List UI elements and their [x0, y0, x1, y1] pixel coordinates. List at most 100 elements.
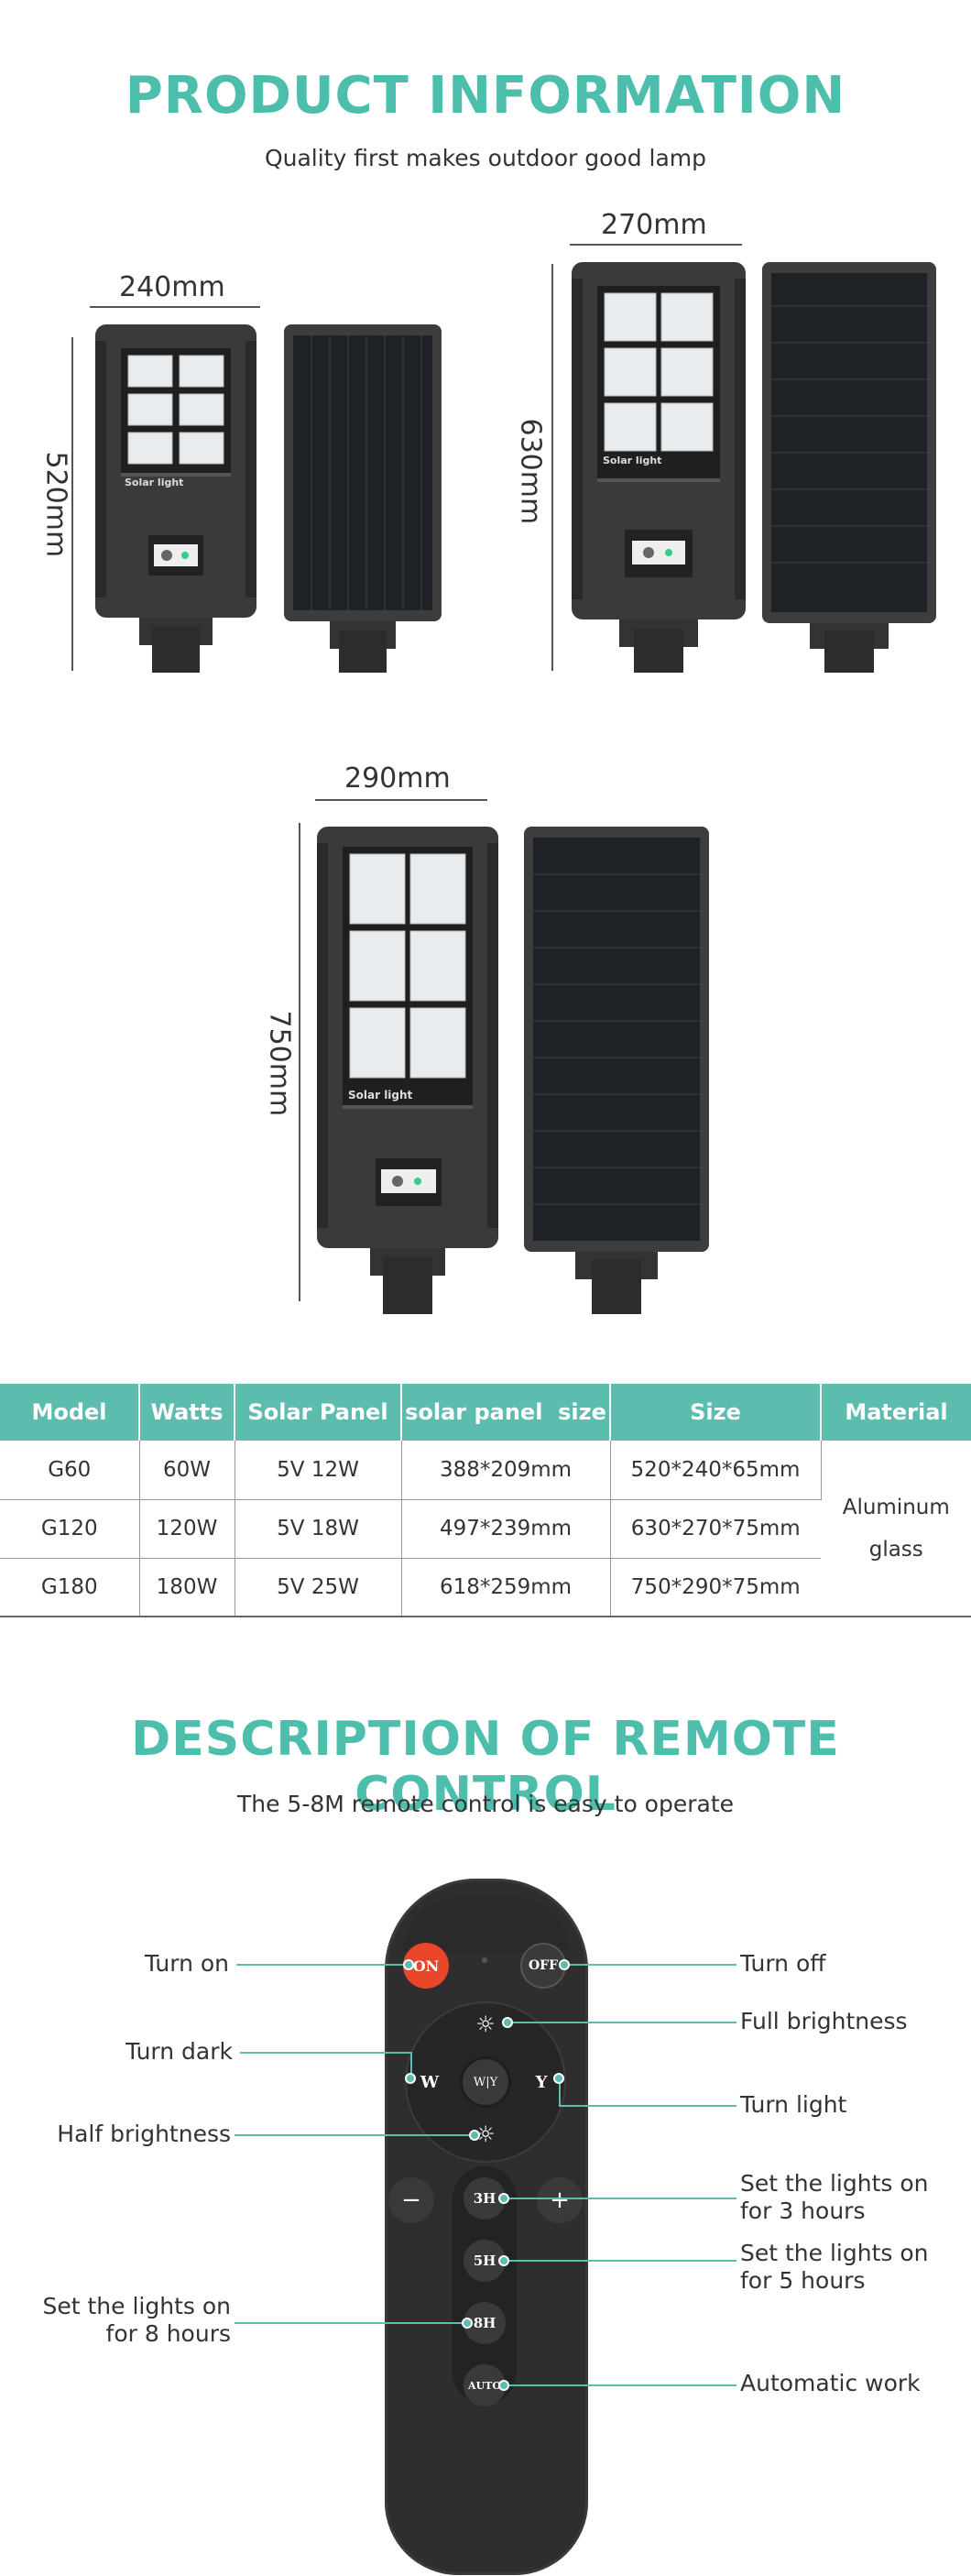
- wy-toggle-button[interactable]: W|Y: [460, 2056, 511, 2108]
- plus-button[interactable]: +: [537, 2177, 583, 2223]
- cell-solar-panel-size: 618*259mm: [401, 1558, 611, 1617]
- callout-line-3h: [506, 2198, 736, 2199]
- remote-title: DESCRIPTION OF REMOTE CONTROL: [131, 1712, 840, 1822]
- callout-dot-turn-light: [553, 2073, 564, 2084]
- material-line-1: Aluminum: [842, 1495, 950, 1519]
- table-row: G180 180W 5V 25W 618*259mm 750*290*75mm: [0, 1558, 971, 1617]
- lamp1-height-line: [71, 337, 73, 671]
- callout-line-turn-dark-v: [410, 2052, 412, 2079]
- callout-set-3h-line1: Set the lights on: [740, 2170, 929, 2197]
- lamp2-width-line: [570, 244, 742, 246]
- callout-dot-turn-on: [403, 1959, 414, 1970]
- cell-solar-panel: 5V 25W: [235, 1558, 402, 1617]
- remote-ir-sensor: [482, 1957, 487, 1963]
- lamp1-height-label: 520mm: [39, 451, 72, 558]
- callout-dot-turn-dark: [405, 2073, 416, 2084]
- lamp3-front-image: [317, 827, 498, 1314]
- callout-line-5h: [506, 2260, 736, 2262]
- callout-set-3h: Set the lights on for 3 hours: [740, 2170, 960, 2225]
- cell-model: G120: [0, 1499, 140, 1559]
- callout-dot-auto: [498, 2380, 509, 2391]
- cell-watts: 120W: [139, 1499, 235, 1559]
- callout-dot-full-brightness: [502, 2017, 513, 2028]
- lamp2-front-image: [572, 262, 746, 673]
- cell-size: 630*270*75mm: [610, 1499, 821, 1559]
- cell-material: Aluminum glass: [821, 1441, 971, 1617]
- callout-line-auto: [506, 2384, 736, 2386]
- remote-subtitle: The 5-8M remote control is easy to opera…: [236, 1791, 735, 1817]
- callout-dot-8h: [462, 2318, 473, 2329]
- callout-half-brightness: Half brightness: [57, 2121, 231, 2147]
- cell-size: 750*290*75mm: [610, 1558, 821, 1617]
- header-solar-panel: Solar Panel: [235, 1384, 402, 1441]
- minus-button[interactable]: −: [388, 2177, 434, 2223]
- callout-turn-on: Turn on: [144, 1950, 229, 1977]
- callout-dot-5h: [498, 2255, 509, 2266]
- callout-dot-3h: [498, 2193, 509, 2204]
- lamp1-front-image: [95, 324, 256, 673]
- callout-set-5h-line1: Set the lights on: [740, 2240, 929, 2266]
- header-model: Model: [0, 1384, 140, 1441]
- callout-line-turn-dark: [240, 2052, 412, 2054]
- callout-set-5h: Set the lights on for 5 hours: [740, 2240, 960, 2295]
- callout-dot-half-brightness: [469, 2130, 480, 2141]
- callout-line-full-brightness: [509, 2022, 736, 2023]
- cell-solar-panel-size: 388*209mm: [401, 1441, 611, 1500]
- spec-table-header-row: Model Watts Solar Panel solar panel size…: [0, 1384, 971, 1441]
- lamp3-height-line: [299, 823, 300, 1301]
- header-size: Size: [610, 1384, 822, 1441]
- lamp2-back-image: [762, 262, 936, 673]
- table-row: G60 60W 5V 12W 388*209mm 520*240*65mm Al…: [0, 1441, 971, 1617]
- callout-set-3h-line2: for 3 hours: [740, 2198, 866, 2224]
- callout-line-8h: [235, 2322, 469, 2324]
- lamp1-panel-label: Solar light: [125, 477, 184, 488]
- lamp3-width-label: 290mm: [344, 762, 451, 795]
- callout-line-turn-light: [559, 2105, 736, 2107]
- sun-icon: ☼: [475, 2011, 496, 2037]
- y-button[interactable]: Y: [535, 2072, 548, 2092]
- callout-set-8h-line1: Set the lights on: [42, 2293, 232, 2319]
- callout-set-8h: Set the lights on for 8 hours: [18, 2293, 232, 2348]
- lamp2-height-label: 630mm: [514, 418, 547, 525]
- cell-model: G180: [0, 1558, 140, 1617]
- callout-dot-turn-off: [559, 1959, 570, 1970]
- cell-solar-panel: 5V 18W: [235, 1499, 402, 1559]
- table-row: G120 120W 5V 18W 497*239mm 630*270*75mm: [0, 1499, 971, 1559]
- header-watts: Watts: [139, 1384, 235, 1441]
- on-button[interactable]: ON: [403, 1943, 449, 1989]
- lamp3-width-line: [315, 799, 487, 801]
- cell-model: G60: [0, 1441, 140, 1500]
- lamp1-width-label: 240mm: [119, 271, 225, 303]
- callout-set-8h-line2: for 8 hours: [105, 2320, 231, 2347]
- cell-watts: 60W: [139, 1441, 235, 1500]
- lamp2-width-label: 270mm: [601, 209, 707, 241]
- product-info-title: PRODUCT INFORMATION: [125, 66, 846, 126]
- material-line-2: glass: [868, 1537, 923, 1562]
- product-info-subtitle: Quality first makes outdoor good lamp: [264, 145, 707, 171]
- callout-set-5h-line2: for 5 hours: [740, 2267, 866, 2294]
- cell-size: 520*240*65mm: [610, 1441, 822, 1500]
- off-button[interactable]: OFF: [520, 1943, 566, 1989]
- callout-line-half-brightness: [235, 2134, 476, 2136]
- lamp2-panel-label: Solar light: [603, 455, 662, 466]
- callout-line-turn-light-v: [559, 2078, 561, 2106]
- callout-turn-off: Turn off: [740, 1950, 826, 1977]
- spec-table: Model Watts Solar Panel solar panel size…: [0, 1384, 971, 1617]
- full-brightness-button[interactable]: ☼: [470, 2009, 501, 2040]
- cell-watts: 180W: [139, 1558, 235, 1617]
- sun-half-icon: ☼: [475, 2121, 496, 2147]
- header-material: Material: [821, 1384, 971, 1441]
- lamp2-height-line: [551, 264, 553, 671]
- callout-turn-light: Turn light: [740, 2091, 847, 2118]
- callout-line-turn-off: [568, 1964, 736, 1966]
- lamp3-height-label: 750mm: [263, 1010, 296, 1117]
- header-solar-panel-size: solar panel size: [401, 1384, 611, 1441]
- cell-solar-panel: 5V 12W: [235, 1441, 402, 1500]
- callout-full-brightness: Full brightness: [740, 2008, 908, 2034]
- callout-line-turn-on: [236, 1964, 412, 1966]
- cell-solar-panel-size: 497*239mm: [401, 1499, 611, 1559]
- half-brightness-button[interactable]: ☼: [470, 2119, 501, 2150]
- w-button[interactable]: W: [420, 2072, 440, 2092]
- callout-turn-dark: Turn dark: [125, 2038, 233, 2065]
- lamp1-width-line: [90, 306, 260, 308]
